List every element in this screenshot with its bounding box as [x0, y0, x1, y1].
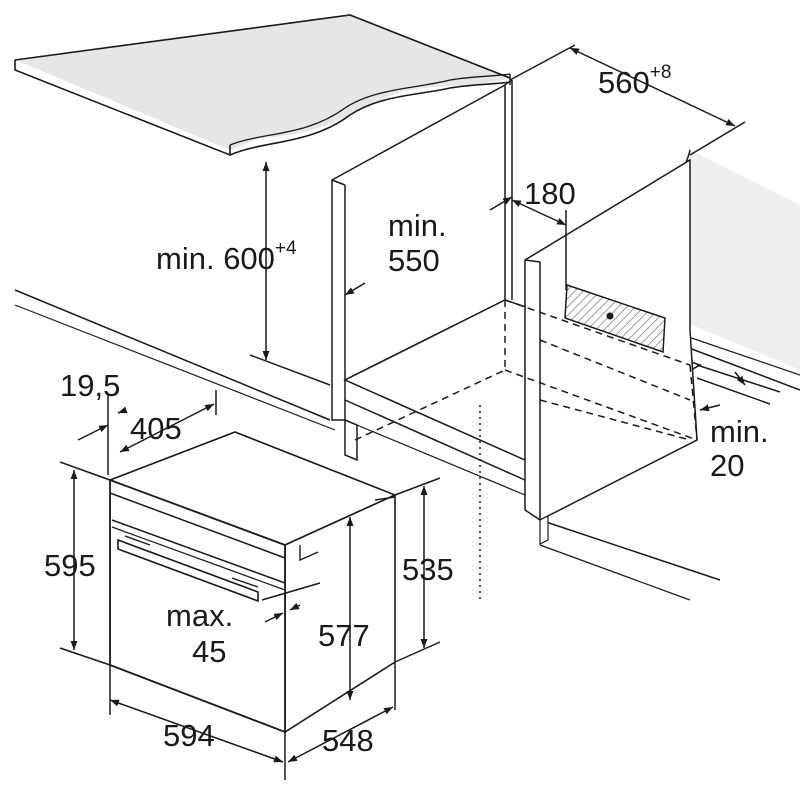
label-niche-height: min. 600+4 — [156, 238, 297, 276]
label-niche-width: 560+8 — [598, 62, 672, 100]
dim-cutout-depth — [511, 199, 567, 226]
label-front-offset: 19,5 — [60, 368, 121, 403]
oven-handle — [117, 538, 259, 603]
hatched-cutout — [564, 283, 666, 354]
label-body-height: 535 — [402, 552, 454, 587]
hidden-edges — [354, 299, 698, 441]
wall-section — [665, 150, 800, 370]
label-rear-gap: min. 20 — [710, 414, 769, 483]
label-niche-depth: min. 550 — [388, 208, 447, 278]
right-cabinet-panel — [524, 158, 698, 521]
dim-front-offset — [77, 424, 109, 441]
label-oven-height: 595 — [44, 548, 96, 583]
dim-niche-depth-arrow-left — [344, 282, 366, 296]
dim-niche-depth-arrow-right — [489, 196, 513, 211]
dim-top-depth — [119, 403, 215, 453]
label-oven-depth: 548 — [322, 723, 374, 758]
dim-oven-width — [109, 699, 284, 763]
label-handle: max. 45 — [166, 598, 234, 669]
oven-unit — [107, 431, 398, 734]
dim-rear-gap — [734, 371, 746, 386]
label-inner-height: 577 — [318, 618, 370, 653]
countertop — [15, 15, 510, 150]
label-oven-width: 594 — [163, 718, 215, 753]
label-cutout-depth: 180 — [524, 176, 576, 211]
dim-niche-width — [569, 47, 736, 127]
socket-point — [606, 312, 614, 320]
dim-oven-depth — [287, 706, 394, 763]
dim-handle — [289, 602, 301, 611]
label-top-depth: 405 — [130, 411, 182, 446]
